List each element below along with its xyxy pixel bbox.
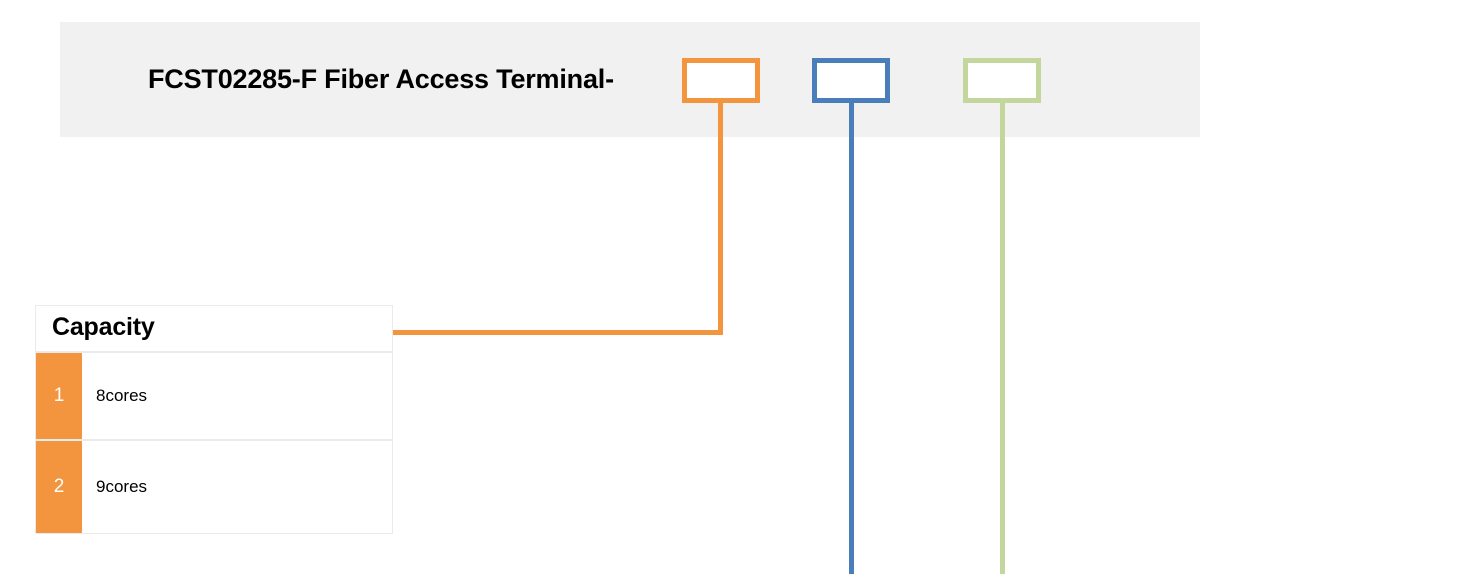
capacity-row-label: 9cores	[96, 477, 148, 496]
orange-connector-vertical	[718, 103, 723, 335]
orange-connector-horizontal	[393, 330, 723, 335]
capacity-table: Capacity 1 8cores 2 9cores	[35, 305, 393, 534]
blue-connector-vertical	[849, 103, 854, 574]
capacity-row-label: 8cores	[96, 386, 148, 405]
table-row[interactable]: 1 8cores	[36, 353, 392, 441]
capacity-table-title: Capacity	[52, 313, 155, 341]
green-connector-vertical	[1000, 103, 1005, 574]
capacity-table-header: Capacity	[36, 306, 392, 353]
third-code-box[interactable]	[963, 58, 1041, 103]
capacity-row-code: 1	[36, 353, 82, 439]
second-code-box[interactable]	[812, 58, 890, 103]
page-title: FCST02285-F Fiber Access Terminal-	[148, 64, 614, 94]
capacity-row-code: 2	[36, 441, 82, 533]
table-row[interactable]: 2 9cores	[36, 441, 392, 533]
capacity-code-box[interactable]	[682, 58, 760, 103]
